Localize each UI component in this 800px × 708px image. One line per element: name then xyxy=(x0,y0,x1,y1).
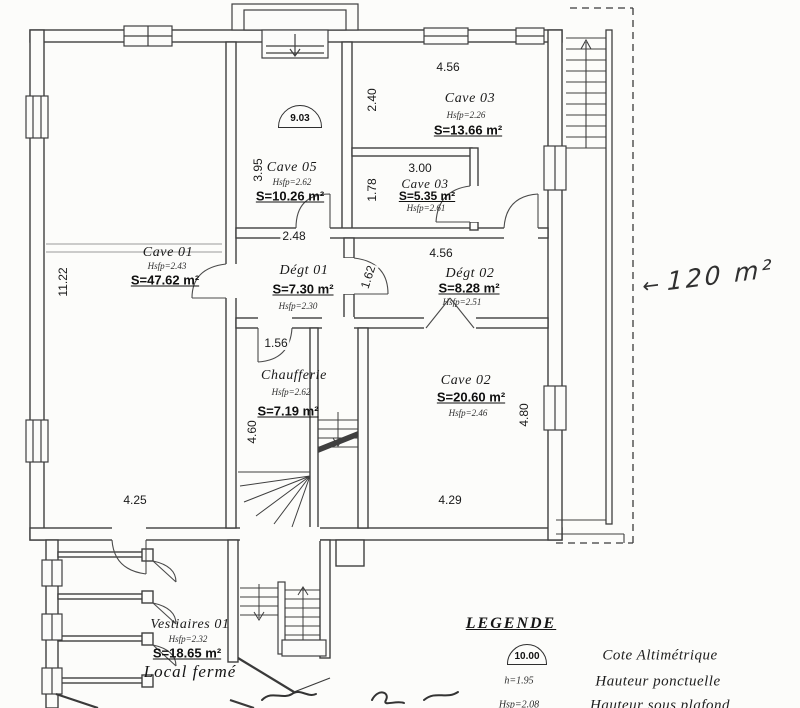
room-surface-degt02: S=8.28 m² xyxy=(438,280,500,296)
room-surface-vestiaires01: S=18.65 m² xyxy=(152,645,222,661)
stair-down-arrow xyxy=(332,437,344,447)
room-name-chaufferie: Chaufferie xyxy=(261,368,327,383)
handwritten-left-arrow: ← xyxy=(642,271,660,299)
entrance-stair-top xyxy=(231,3,359,59)
room-hsfp-vestiaires01: Hsfp=2.32 xyxy=(168,634,208,644)
room-name-vestiaires01: Vestiaires 01 xyxy=(150,617,230,632)
dim-cave01-left: 11.22 xyxy=(56,265,70,299)
room-surface-degt01: S=7.30 m² xyxy=(272,281,334,297)
dim-chaufferie-left: 4.60 xyxy=(245,418,259,446)
dim-degt02-top: 4.56 xyxy=(427,246,455,260)
legend-label-hauteur-sous-plafond: Hauteur sous plafond xyxy=(589,697,731,708)
room-name-cave03a: Cave 03 xyxy=(444,91,496,106)
legend-label-cote-altimetrique: Cote Altimétrique xyxy=(602,647,718,664)
room-hsfp-chaufferie: Hsfp=2.62 xyxy=(271,387,311,397)
room-hsfp-degt01: Hsfp=2.30 xyxy=(278,301,318,311)
dim-cave03b-left: 1.78 xyxy=(365,176,379,204)
dim-cave03-left: 2.40 xyxy=(365,86,379,114)
room-surface-cave01: S=47.62 m² xyxy=(130,272,200,288)
dim-cave02-bottom: 4.29 xyxy=(436,493,464,507)
stair-down-arrow xyxy=(289,48,301,58)
room-hsfp-cave05: Hsfp=2.62 xyxy=(272,177,312,187)
room-name-cave01: Cave 01 xyxy=(142,245,194,260)
windows xyxy=(25,25,567,695)
room-hsfp-cave01: Hsfp=2.43 xyxy=(147,261,187,271)
door-swings xyxy=(111,185,539,667)
room-name-cave03b: Cave 03 xyxy=(401,176,449,191)
dim-cave03b-top: 3.00 xyxy=(406,161,434,175)
dim-degt01-top: 2.48 xyxy=(280,229,308,243)
winder-stair xyxy=(238,412,358,528)
handwriting-squiggles xyxy=(261,691,459,705)
stair-up-arrow xyxy=(580,38,592,50)
stair-down-arrow xyxy=(253,611,265,621)
room-hsfp-degt02: Hsfp=2.51 xyxy=(442,297,482,307)
room-name-cave02: Cave 02 xyxy=(440,373,492,388)
legend-symbol-hauteur-ponctuelle: h=1.95 xyxy=(504,675,534,687)
room-name-cave05: Cave 05 xyxy=(266,160,318,175)
legend-title: LEGENDE xyxy=(465,615,557,632)
annex-stair xyxy=(240,581,327,657)
local-ferme-walls xyxy=(55,657,331,708)
room-hsfp-cave02: Hsfp=2.46 xyxy=(448,408,488,418)
room-hsfp-cave03a: Hsfp=2.26 xyxy=(446,110,486,120)
legend-label-hauteur-ponctuelle: Hauteur ponctuelle xyxy=(595,673,721,690)
dim-cave02-right: 4.80 xyxy=(517,401,531,429)
beam-lines xyxy=(46,243,222,253)
dashed-boundary xyxy=(556,7,634,544)
room-name-degt01: Dégt 01 xyxy=(279,263,329,278)
room-hsfp-cave03b: Hsfp=2.61 xyxy=(406,203,446,213)
label-local-ferme: Local fermé xyxy=(143,662,237,681)
room-name-degt02: Dégt 02 xyxy=(445,266,495,281)
dim-chaufferie-top: 1.56 xyxy=(262,336,290,350)
dim-cave05-left: 3.95 xyxy=(251,156,265,184)
legend-symbol-hauteur-sous-plafond: Hsp=2.08 xyxy=(498,699,540,708)
room-surface-cave05: S=10.26 m² xyxy=(255,188,325,204)
exterior-stair-right xyxy=(556,29,625,543)
room-surface-cave03b: S=5.35 m² xyxy=(398,189,456,203)
door-openings xyxy=(112,186,538,541)
dim-cave03-top: 4.56 xyxy=(434,60,462,74)
room-surface-cave03a: S=13.66 m² xyxy=(433,122,503,138)
room-surface-cave02: S=20.60 m² xyxy=(436,389,506,405)
room-surface-chaufferie: S=7.19 m² xyxy=(257,403,319,419)
dim-cave01-bottom: 4.25 xyxy=(121,493,149,507)
stair-up-arrow xyxy=(297,586,309,596)
